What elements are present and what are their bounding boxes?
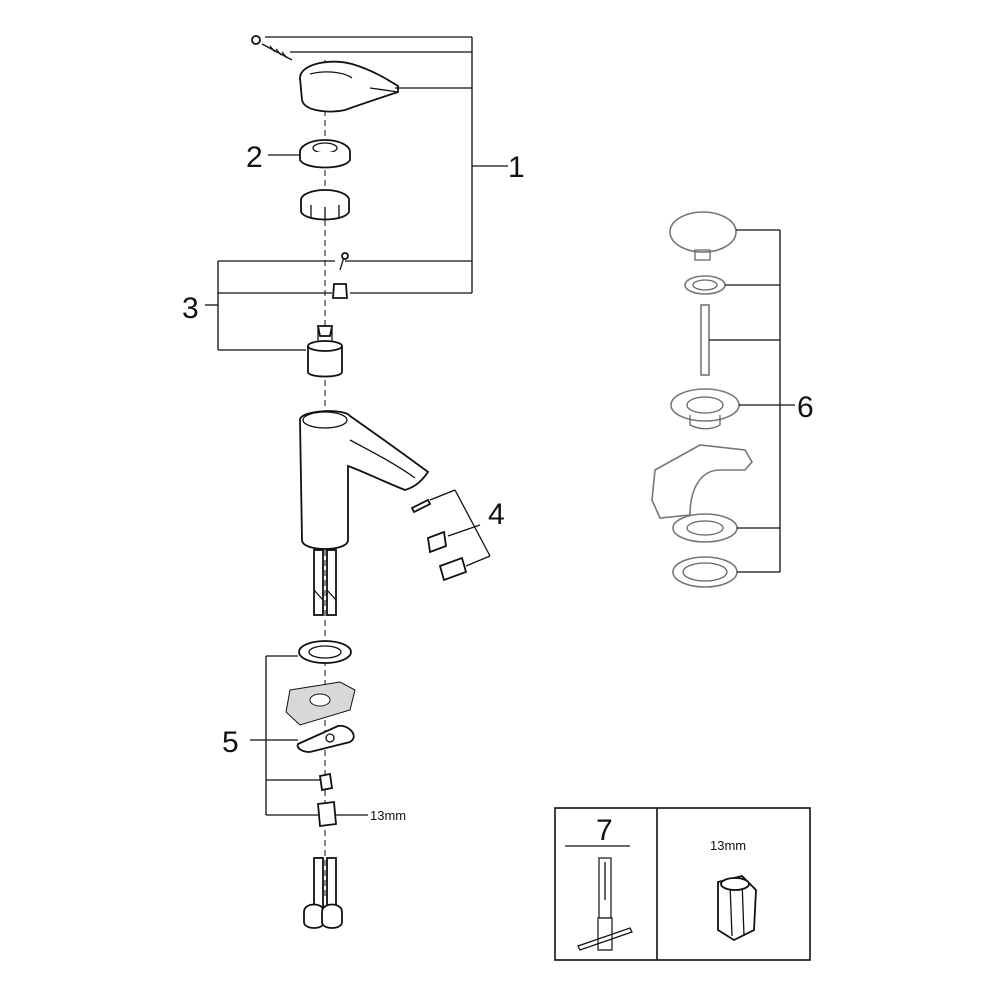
washer bbox=[318, 772, 334, 792]
plug-cap bbox=[669, 211, 737, 253]
waste-flange bbox=[670, 388, 740, 430]
gasket-ring bbox=[298, 640, 352, 664]
cartridge-nut bbox=[300, 189, 350, 221]
callout-3-leaders bbox=[205, 260, 335, 351]
handle-assembly bbox=[251, 35, 399, 221]
tools-box: 7 13mm bbox=[554, 807, 811, 961]
aerator-seal bbox=[410, 498, 432, 514]
aerator-assembly bbox=[410, 498, 468, 582]
waste-nut bbox=[672, 556, 738, 588]
callout-1: 1 bbox=[508, 151, 525, 184]
decorative-cap bbox=[299, 139, 351, 169]
flex-hoses-upper bbox=[313, 549, 337, 616]
hex-nut bbox=[317, 800, 337, 828]
plug-gasket bbox=[684, 275, 726, 295]
cartridge-adapter bbox=[332, 283, 348, 299]
handle-screw bbox=[251, 35, 293, 61]
cartridge-assembly bbox=[307, 252, 349, 378]
callout-4: 4 bbox=[488, 498, 505, 531]
tool-size-label: 13mm bbox=[710, 838, 746, 853]
callout-5: 5 bbox=[222, 726, 239, 759]
lever-handle bbox=[299, 60, 399, 113]
callout-2: 2 bbox=[246, 141, 263, 174]
faucet-body bbox=[299, 410, 430, 550]
callout-6: 6 bbox=[797, 391, 814, 424]
nut-size-label: 13mm bbox=[370, 808, 406, 823]
aerator-housing bbox=[438, 556, 468, 582]
aerator-insert bbox=[427, 530, 447, 554]
callout-4-leaders bbox=[429, 489, 491, 567]
callout-1-leaders bbox=[265, 36, 508, 294]
callout-3: 3 bbox=[182, 292, 199, 325]
callout-5-leaders bbox=[250, 655, 368, 816]
socket-icon bbox=[717, 875, 757, 942]
basin-section bbox=[651, 444, 753, 519]
lower-gasket bbox=[672, 513, 738, 543]
threaded-rod bbox=[700, 304, 710, 376]
tool-key bbox=[577, 857, 633, 951]
callout-7: 7 bbox=[596, 814, 613, 847]
mounting-kit bbox=[285, 640, 356, 828]
flex-hoses-lower bbox=[303, 857, 343, 929]
waste-set bbox=[651, 211, 753, 588]
callout-6-leaders bbox=[709, 229, 795, 573]
